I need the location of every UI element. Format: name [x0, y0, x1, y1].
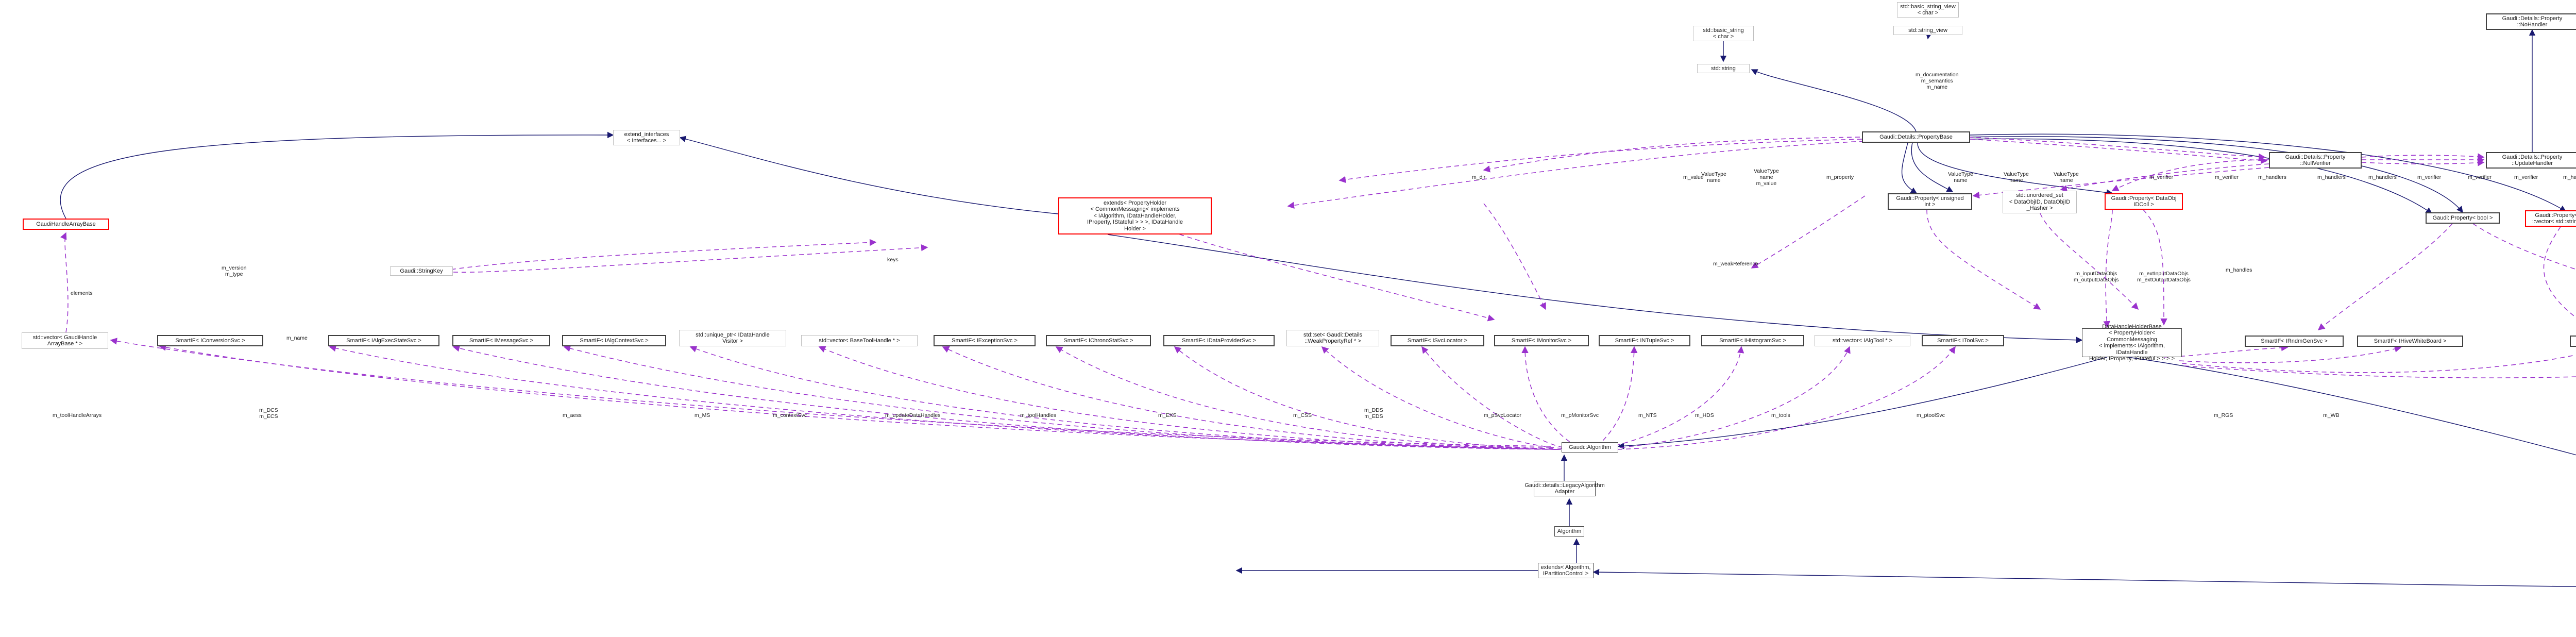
edge-label: m_RGS	[2214, 412, 2233, 418]
class-node-extends_propertyholder[interactable]: extends< PropertyHolder < CommonMessagin…	[1058, 197, 1212, 234]
class-node-smartif_ialgexecstatesvc[interactable]: SmartIF< IAlgExecStateSvc >	[328, 335, 439, 346]
edge-label: m_weakReference	[1713, 261, 1758, 267]
edge-label: ValueType name	[2004, 171, 2029, 183]
class-node-smartif_ihistogramsvc[interactable]: SmartIF< IHistogramSvc >	[1701, 335, 1804, 346]
class-node-legacy_adapter[interactable]: Gaudi::details::LegacyAlgorithm Adapter	[1524, 481, 1605, 496]
class-node-std_unordered_set_dataobjid[interactable]: std::unordered_set < DataObjID, DataObjI…	[2003, 191, 2077, 213]
class-node-datahandleholderbase[interactable]: DataHandleHolderBase < PropertyHolder< C…	[2082, 324, 2182, 362]
class-node-std_string_view[interactable]: std::string_view	[1893, 26, 1962, 35]
class-node-gaudi_details_property_updatehandler[interactable]: Gaudi::Details::Property ::UpdateHandler	[2486, 152, 2576, 169]
class-node-smartif_iexceptionsvc[interactable]: SmartIF< IExceptionSvc >	[934, 335, 1036, 346]
edge-label: m_verifier	[2215, 174, 2239, 180]
class-node-smartif_iconversionsvc[interactable]: SmartIF< IConversionSvc >	[157, 335, 263, 346]
class-node-gaudi_stringkey[interactable]: Gaudi::StringKey	[390, 266, 453, 276]
edge-label: m_aess	[563, 412, 582, 418]
edge-label: m_ptoolSvc	[1917, 412, 1945, 418]
edge-label: m_DCS m_ECS	[259, 407, 278, 420]
edge-label: m_inputDataObjs m_outputDataObjs	[2074, 271, 2119, 283]
class-node-smartif_intuplesvc[interactable]: SmartIF< INTupleSvc >	[1599, 335, 1690, 346]
class-node-smartif_iauditorsvc[interactable]: SmartIF< IAuditorSvc >	[2570, 336, 2576, 347]
class-node-std_vector_basetoolhandle[interactable]: std::vector< BaseToolHandle * >	[801, 335, 918, 346]
edge-label: m_WB	[2323, 412, 2340, 418]
edge-label: m_pSvcLocator	[1484, 412, 1521, 418]
edge-label: m_DDS m_EDS	[1364, 407, 1383, 420]
edge-label: m_verifier	[2468, 174, 2492, 180]
class-node-gaudi_details_property_nullverifier[interactable]: Gaudi::Details::Property ::NullVerifier	[2269, 152, 2362, 169]
class-node-gaudi_details_property_nohandler[interactable]: Gaudi::Details::Property ::NoHandler	[2486, 13, 2576, 30]
class-node-smartif_imessagesvc[interactable]: SmartIF< IMessageSvc >	[452, 335, 550, 346]
class-node-std_string[interactable]: std::string	[1697, 64, 1750, 73]
class-node-std_vector_gaudihandlearraybase[interactable]: std::vector< GaudiHandle ArrayBase * >	[22, 332, 108, 349]
class-node-smartif_ialgcontextsvc[interactable]: SmartIF< IAlgContextSvc >	[562, 335, 666, 346]
class-node-gaudi_property_std_vector_string[interactable]: Gaudi::Property< std ::vector< std::stri…	[2525, 210, 2576, 227]
edge-label: ValueType name m_value	[1754, 168, 1779, 187]
edge-label: m_value	[1683, 174, 1704, 180]
class-node-extend_interfaces[interactable]: extend_interfaces < Interfaces... >	[613, 130, 680, 145]
edge-label: m_documentation m_semantics m_name	[1916, 72, 1959, 90]
edge-label: m_handlers	[2258, 174, 2286, 180]
edge-label: m_MS	[694, 412, 710, 418]
class-node-smartif_itoolsvc[interactable]: SmartIF< IToolSvc >	[1922, 335, 2004, 346]
class-node-gaudi_property_dataobjidcoll[interactable]: Gaudi::Property< DataObj IDColl >	[2105, 193, 2183, 210]
class-node-gaudi_property_unsigned_int[interactable]: Gaudi::Property< unsigned int >	[1888, 193, 1972, 210]
edge-label: m_property	[1826, 174, 1854, 180]
edge-label: m_updateDataHandles	[885, 412, 941, 418]
class-node-extends_algorithm_ipartitioncontrol[interactable]: extends< Algorithm, IPartitionControl >	[1538, 563, 1594, 578]
class-node-smartif_iwb[interactable]: SmartIF< IHiveWhiteBoard >	[2357, 336, 2463, 347]
class-node-std_set_weakpropertyref[interactable]: std::set< Gaudi::Details ::WeakPropertyR…	[1286, 330, 1379, 346]
edge-label: m_extInputDataObjs m_extOutputDataObjs	[2137, 271, 2191, 283]
class-node-std_vector_ialgtool[interactable]: std::vector< IAlgTool * >	[1815, 335, 1910, 346]
edge-label: m_handlers	[2317, 174, 2346, 180]
edge-label: m_toolHandles	[1020, 412, 1057, 418]
class-node-smartif_isvclocator[interactable]: SmartIF< ISvcLocator >	[1391, 335, 1484, 346]
class-node-std_unique_ptr_idatahandlevisitor[interactable]: std::unique_ptr< IDataHandle Visitor >	[679, 330, 786, 346]
class-node-smartif_ichronostatsvc[interactable]: SmartIF< IChronoStatSvc >	[1046, 335, 1151, 346]
class-node-gaudi_details_propertybase[interactable]: Gaudi::Details::PropertyBase	[1862, 131, 1970, 143]
class-node-gaudi_property_bool[interactable]: Gaudi::Property< bool >	[2426, 212, 2500, 224]
class-node-std_basic_string_view_char[interactable]: std::basic_string_view < char >	[1897, 2, 1959, 18]
edge-label: m_verifier	[2417, 174, 2442, 180]
edge-label: m_toolHandleArrays	[53, 412, 102, 418]
edge-label: m_verifier	[2514, 174, 2538, 180]
edge-label: m_verifier	[2149, 174, 2174, 180]
edge-label: m_handlers	[2368, 174, 2397, 180]
class-node-gaudi_algorithm[interactable]: Gaudi::Algorithm	[1562, 442, 1618, 452]
class-node-smartif_irndmgensvc[interactable]: SmartIF< IRndmGenSvc >	[2245, 336, 2344, 347]
edge-label: m_CSS	[1293, 412, 1312, 418]
edge-label: elements	[71, 290, 93, 296]
edge-label: m_NTS	[1638, 412, 1657, 418]
edge-label: m_contextSvc	[773, 412, 807, 418]
edge-label: m_pMonitorSvc	[1561, 412, 1599, 418]
edge-label: m_tools	[1771, 412, 1790, 418]
edge-label: m_HDS	[1695, 412, 1714, 418]
edge-label: m_dir	[1472, 174, 1486, 180]
class-node-algorithm[interactable]: Algorithm	[1554, 526, 1584, 537]
edge-label: m_EXS	[1158, 412, 1177, 418]
edge-label: keys	[887, 257, 899, 263]
class-node-std_basic_string_char[interactable]: std::basic_string < char >	[1693, 26, 1754, 41]
edge-label: m_handlers	[2563, 174, 2576, 180]
edge-label: m_handles	[2226, 267, 2252, 273]
edge-label: m_name	[286, 335, 308, 341]
class-node-smartif_idataprovidersvc[interactable]: SmartIF< IDataProviderSvc >	[1163, 335, 1275, 346]
edge-label: m_version m_type	[222, 265, 247, 277]
edge-label: ValueType name	[1701, 171, 1726, 183]
class-node-smartif_imonitorsvc[interactable]: SmartIF< IMonitorSvc >	[1494, 335, 1589, 346]
edge-label: ValueType name	[1948, 171, 1973, 183]
class-node-gaudihandlearraybase[interactable]: GaudiHandleArrayBase	[23, 219, 109, 230]
edge-label: ValueType name	[2054, 171, 2079, 183]
